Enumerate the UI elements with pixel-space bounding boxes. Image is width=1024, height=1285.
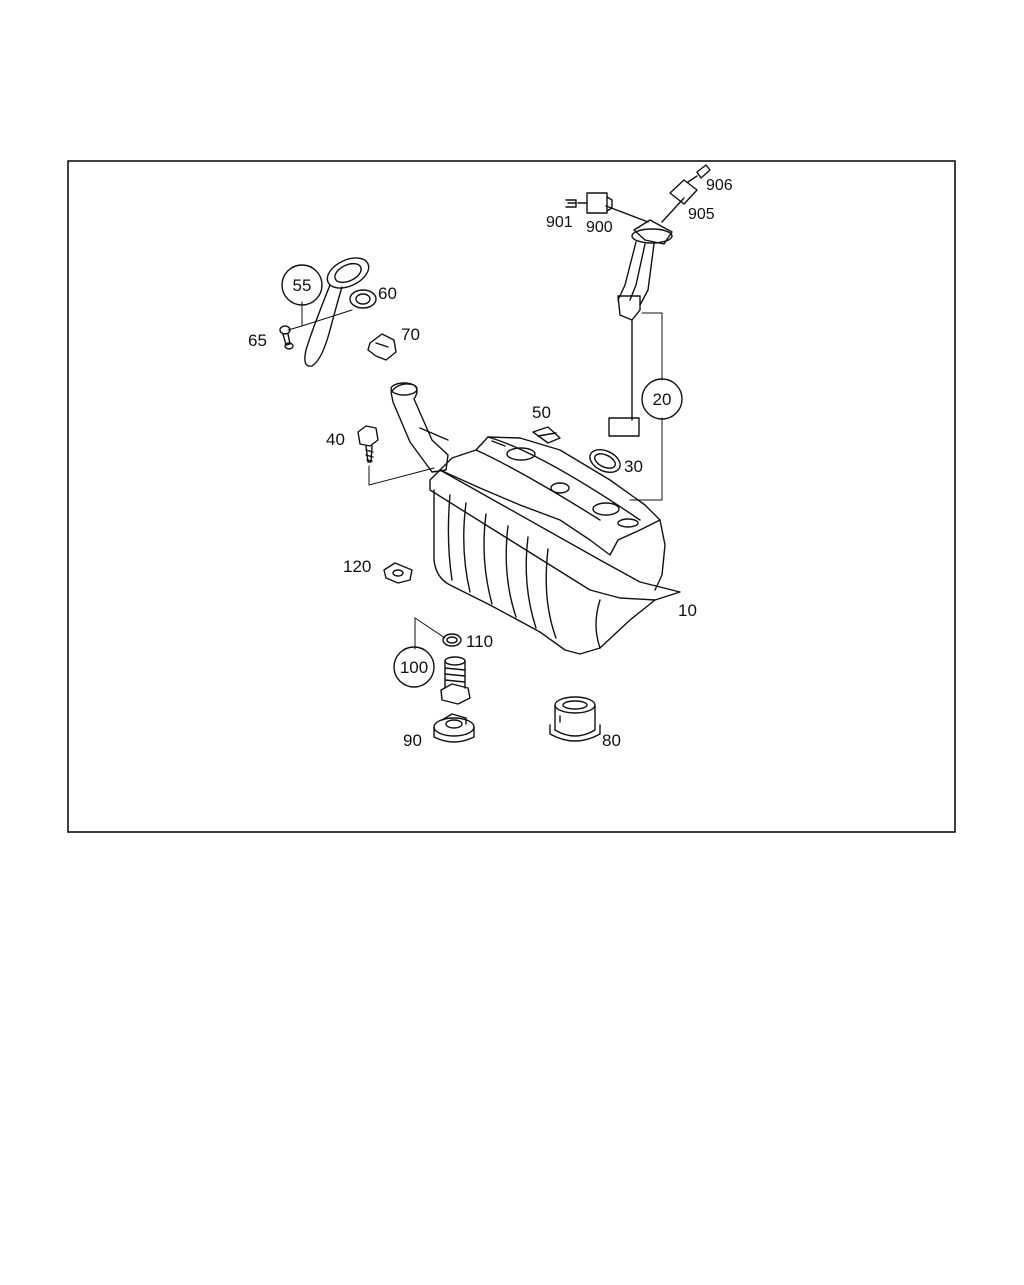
leader-40 — [368, 465, 435, 486]
part-120-plate — [383, 562, 413, 584]
part-20-fuel-sender — [605, 197, 685, 437]
part-65-rivet — [279, 325, 294, 350]
part-100-drain-plug — [440, 656, 471, 705]
part-70-bracket — [367, 333, 397, 361]
leader-100 — [414, 617, 446, 650]
label-120: 120 — [343, 557, 371, 576]
part-60-gasket — [349, 289, 377, 309]
part-110-ring — [442, 633, 462, 647]
callout-circle-20 — [641, 378, 683, 420]
part-80-pump-cup — [549, 696, 601, 742]
label-80: 80 — [602, 731, 621, 750]
label-100: 100 — [400, 658, 428, 677]
label-30: 30 — [624, 457, 643, 476]
label-905: 905 — [688, 206, 715, 223]
part-30-seal-ring — [589, 448, 621, 474]
part-901-terminal — [565, 199, 577, 208]
label-901: 901 — [546, 214, 573, 231]
label-10: 10 — [678, 601, 697, 620]
callout-circle-100 — [393, 646, 435, 688]
label-20: 20 — [653, 390, 672, 409]
part-50-clip — [532, 426, 561, 444]
label-60: 60 — [378, 284, 397, 303]
label-50: 50 — [532, 403, 551, 422]
callout-circle-55 — [281, 264, 323, 306]
label-110: 110 — [466, 632, 493, 651]
label-900: 900 — [586, 219, 613, 236]
label-70: 70 — [401, 325, 420, 344]
part-906-terminal — [687, 164, 711, 183]
label-40: 40 — [326, 430, 345, 449]
fuel-tank-part — [390, 382, 681, 655]
label-65: 65 — [248, 331, 267, 350]
part-55-filler-cap — [304, 257, 370, 367]
diagram-border — [67, 160, 956, 833]
label-90: 90 — [403, 731, 422, 750]
label-906: 906 — [706, 177, 733, 194]
leader-55 — [287, 301, 353, 331]
part-40-bolt — [357, 425, 379, 463]
label-55: 55 — [293, 276, 312, 295]
part-905-connector — [669, 179, 698, 205]
part-90-flange — [433, 713, 475, 743]
leader-20 — [629, 312, 663, 501]
part-900-connector — [577, 192, 613, 214]
